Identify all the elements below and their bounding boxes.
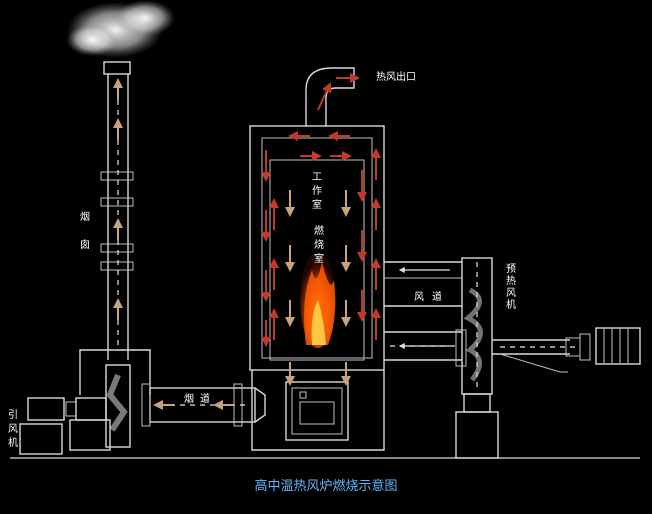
air-duct — [384, 261, 462, 361]
combustion-chamber-label-3: 室 — [314, 252, 324, 265]
induced-fan-label-3: 机 — [8, 436, 18, 449]
preheat-fan-label-3: 风 — [506, 287, 516, 299]
combustion-chamber-label-2: 烧 — [314, 238, 324, 251]
hot-air-outlet-pipe — [305, 67, 360, 126]
preheat-fan-label-2: 热 — [506, 274, 516, 287]
flue-duct — [141, 383, 266, 427]
smoke-cloud — [66, 0, 175, 58]
air-duct-label-1: 风 — [414, 291, 424, 303]
induced-fan-label-2: 风 — [8, 423, 18, 435]
work-chamber-label-3: 室 — [312, 198, 322, 211]
preheat-fan-label-4: 机 — [506, 298, 516, 311]
work-chamber-label-2: 作 — [312, 185, 322, 197]
air-duct-label-2: 道 — [432, 290, 442, 303]
preheat-fan — [455, 257, 641, 459]
flue-label-1: 烟 — [184, 392, 194, 405]
induced-fan-label-1: 引 — [8, 409, 18, 421]
chimney — [79, 61, 151, 395]
fire — [300, 252, 336, 348]
combustion-chamber-label-1: 燃 — [314, 224, 324, 237]
hot-air-outlet-label: 热风出口 — [376, 70, 416, 83]
work-chamber-label-1: 工 — [312, 172, 322, 183]
diagram-caption: 高中温热风炉燃烧示意图 — [254, 478, 397, 494]
smoke-flow-arrows — [285, 190, 351, 386]
chimney-label-2: 囱 — [80, 238, 90, 251]
hot-air-flow-arrows — [261, 131, 381, 347]
induced-fan — [19, 364, 131, 455]
chimney-label-1: 烟 — [80, 210, 90, 223]
flue-label-2: 道 — [200, 392, 210, 405]
preheat-fan-label-1: 预 — [506, 263, 516, 275]
